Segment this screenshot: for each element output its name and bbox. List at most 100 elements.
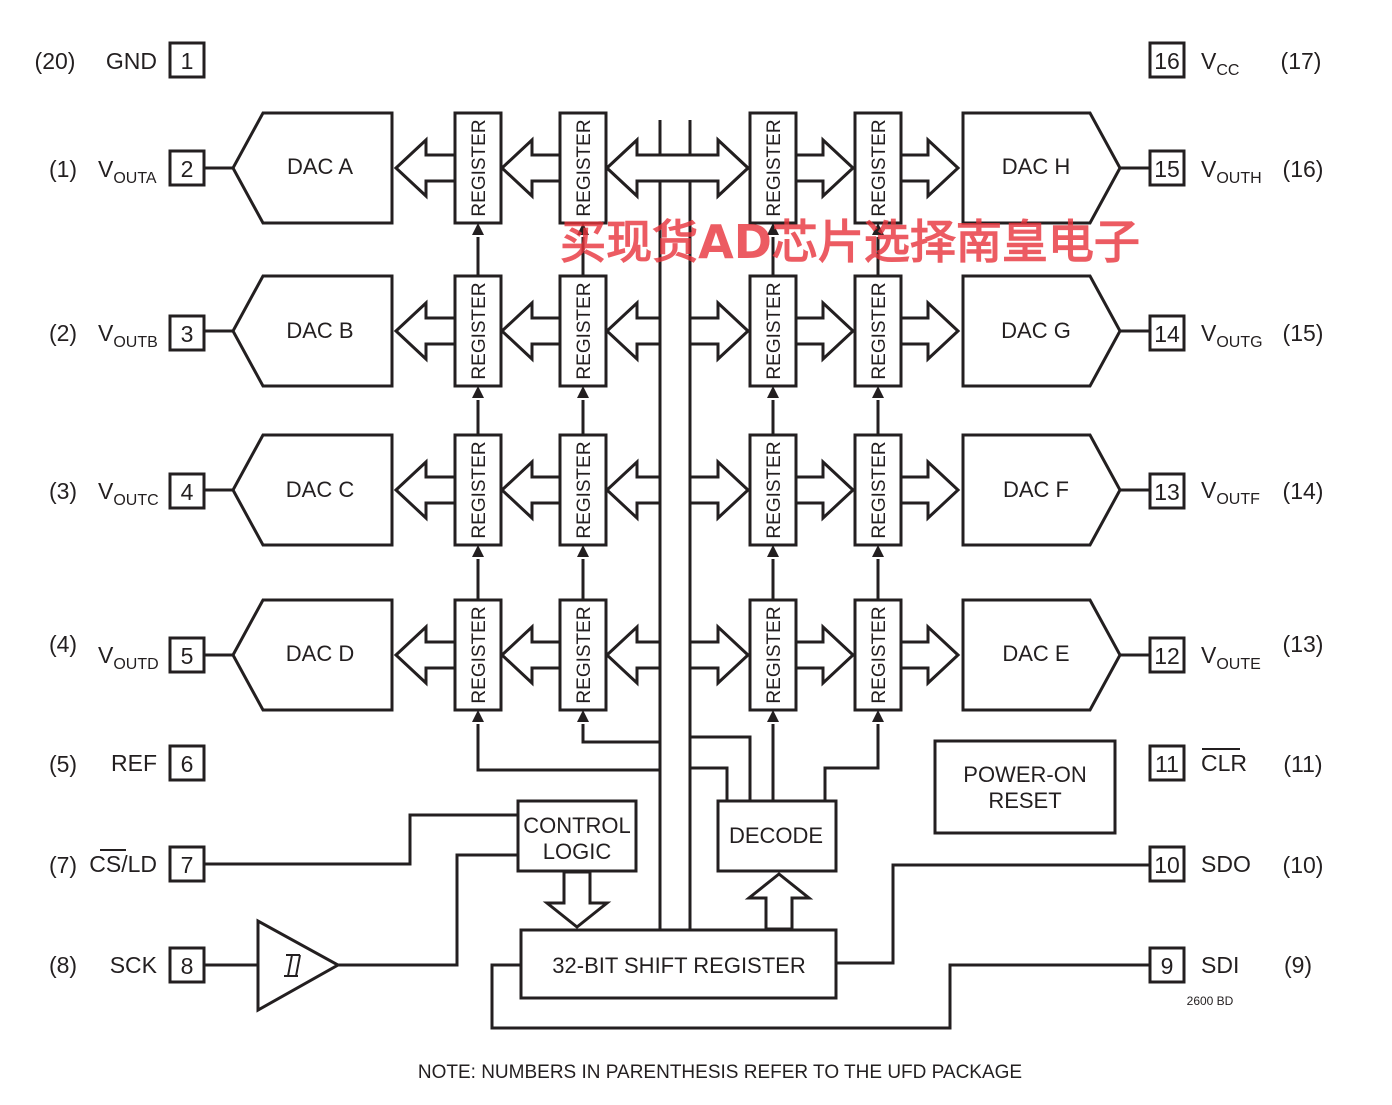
register-chain-arrowhead: [577, 386, 589, 398]
bus-double-arrow: [604, 136, 751, 200]
decode-block: [716, 799, 838, 873]
sdo-wire: [836, 863, 1150, 965]
pin-number-left: 5: [181, 643, 194, 669]
pin-number-right: 9: [1161, 953, 1174, 979]
reg-feed-wire: [476, 724, 660, 772]
dac-right-block: [961, 433, 1122, 547]
register-label: REGISTER: [764, 282, 785, 379]
pin-13-name: VOUTF: [1201, 477, 1260, 508]
pin-4-ufd: (3): [49, 478, 77, 504]
dac-right-block: [961, 598, 1122, 712]
dac-h-label: DAC H: [1002, 154, 1070, 179]
power-on-reset-block: [933, 739, 1117, 835]
package-note: NOTE: NUMBERS IN PARENTHESIS REFER TO TH…: [418, 1062, 1022, 1083]
pin-4-name: VOUTC: [98, 478, 159, 509]
decode-feed-wire: [690, 735, 752, 800]
bus-arrow: [604, 299, 662, 363]
register-chain-arrowhead: [872, 223, 884, 235]
pin-1-name: GND: [106, 48, 157, 74]
register-block: [453, 111, 503, 225]
register-block: [748, 598, 798, 712]
schmitt-symbol: [284, 954, 301, 977]
register-label: REGISTER: [574, 606, 595, 703]
register-block: [558, 433, 608, 547]
dac-left-block: [231, 598, 394, 712]
pin-10-ufd: (10): [1283, 852, 1324, 878]
register-label: REGISTER: [574, 441, 595, 538]
pin-number-left: 2: [181, 156, 194, 182]
register-chain-arrowhead: [767, 545, 779, 557]
pin-number-right: 11: [1155, 751, 1179, 777]
pin-15-ufd: (16): [1283, 156, 1324, 182]
power-on-line1: POWER-ON: [963, 762, 1086, 787]
register-label: REGISTER: [469, 441, 490, 538]
pin-box-right: [1148, 314, 1186, 352]
register-label: REGISTER: [869, 119, 890, 216]
pin-5-ufd: (4): [49, 631, 77, 657]
dac-b-label: DAC B: [286, 318, 353, 343]
shift-register-label: 32-BIT SHIFT REGISTER: [552, 953, 805, 978]
dac-a-label: DAC A: [287, 154, 353, 179]
register-block: [453, 274, 503, 388]
register-chain-arrowhead: [472, 545, 484, 557]
pin-box-left: [168, 314, 206, 352]
pin-box-right: [1148, 845, 1186, 883]
register-block: [558, 111, 608, 225]
control-logic-block: [516, 799, 638, 873]
pin-number-left: 8: [181, 953, 194, 979]
pin-number-right: 15: [1154, 156, 1180, 182]
power-on-line2: RESET: [988, 788, 1061, 813]
pin-box-left: [168, 41, 206, 79]
pin-number-left: 3: [181, 321, 194, 347]
data-arrow: [499, 136, 562, 200]
data-arrow: [499, 299, 562, 363]
pin-6-name: REF: [111, 750, 157, 776]
register-chain-arrowhead: [872, 386, 884, 398]
register-label: REGISTER: [574, 282, 595, 379]
register-label: REGISTER: [764, 441, 785, 538]
register-label: REGISTER: [574, 119, 595, 216]
dac-e-label: DAC E: [1002, 641, 1069, 666]
dac-right-block: [961, 274, 1122, 388]
bus-arrow: [604, 458, 662, 522]
register-label: REGISTER: [764, 606, 785, 703]
pin-5-name: VOUTD: [98, 642, 159, 673]
pin-6-ufd: (5): [49, 751, 77, 777]
pin-9-name: SDI: [1201, 952, 1239, 978]
decode-feed-wire: [690, 766, 729, 800]
data-arrow: [393, 299, 457, 363]
dac-g-label: DAC G: [1001, 318, 1071, 343]
pin-8-ufd: (8): [49, 952, 77, 978]
bus-arrow: [604, 623, 662, 687]
register-block: [853, 111, 903, 225]
data-arrow: [899, 458, 961, 522]
data-arrow: [393, 136, 457, 200]
watermark-text: 买现货AD芯片选择南皇电子: [560, 215, 1140, 269]
pin-14-name: VOUTG: [1201, 320, 1263, 351]
cs-ld-wire: [205, 813, 518, 866]
register-block: [453, 598, 503, 712]
pin-number-left: 4: [181, 479, 194, 505]
data-arrow: [899, 136, 961, 200]
pin-11-ufd: (11): [1283, 751, 1322, 777]
reg-feed-arrowhead: [472, 710, 484, 722]
data-arrow: [899, 623, 961, 687]
register-block: [558, 598, 608, 712]
pin-number-left: 6: [181, 751, 194, 777]
register-label: REGISTER: [469, 119, 490, 216]
data-arrow: [794, 299, 856, 363]
pin-box-left: [168, 149, 206, 187]
dac-d-label: DAC D: [286, 641, 354, 666]
data-arrow: [393, 458, 457, 522]
functional-blocks: REGISTER REGISTER REGISTER REGISTER REGISTER…: [231, 111, 1122, 1013]
pin-number-right: 14: [1154, 321, 1180, 347]
register-block: [748, 274, 798, 388]
dac-left-block: [231, 274, 394, 388]
bus-arrow: [688, 623, 751, 687]
data-arrow: [499, 623, 562, 687]
pin-12-ufd: (13): [1283, 631, 1324, 657]
register-chain-arrowhead: [472, 223, 484, 235]
shift-to-decode-arrow: [744, 872, 814, 931]
register-chain-arrowhead: [577, 223, 589, 235]
